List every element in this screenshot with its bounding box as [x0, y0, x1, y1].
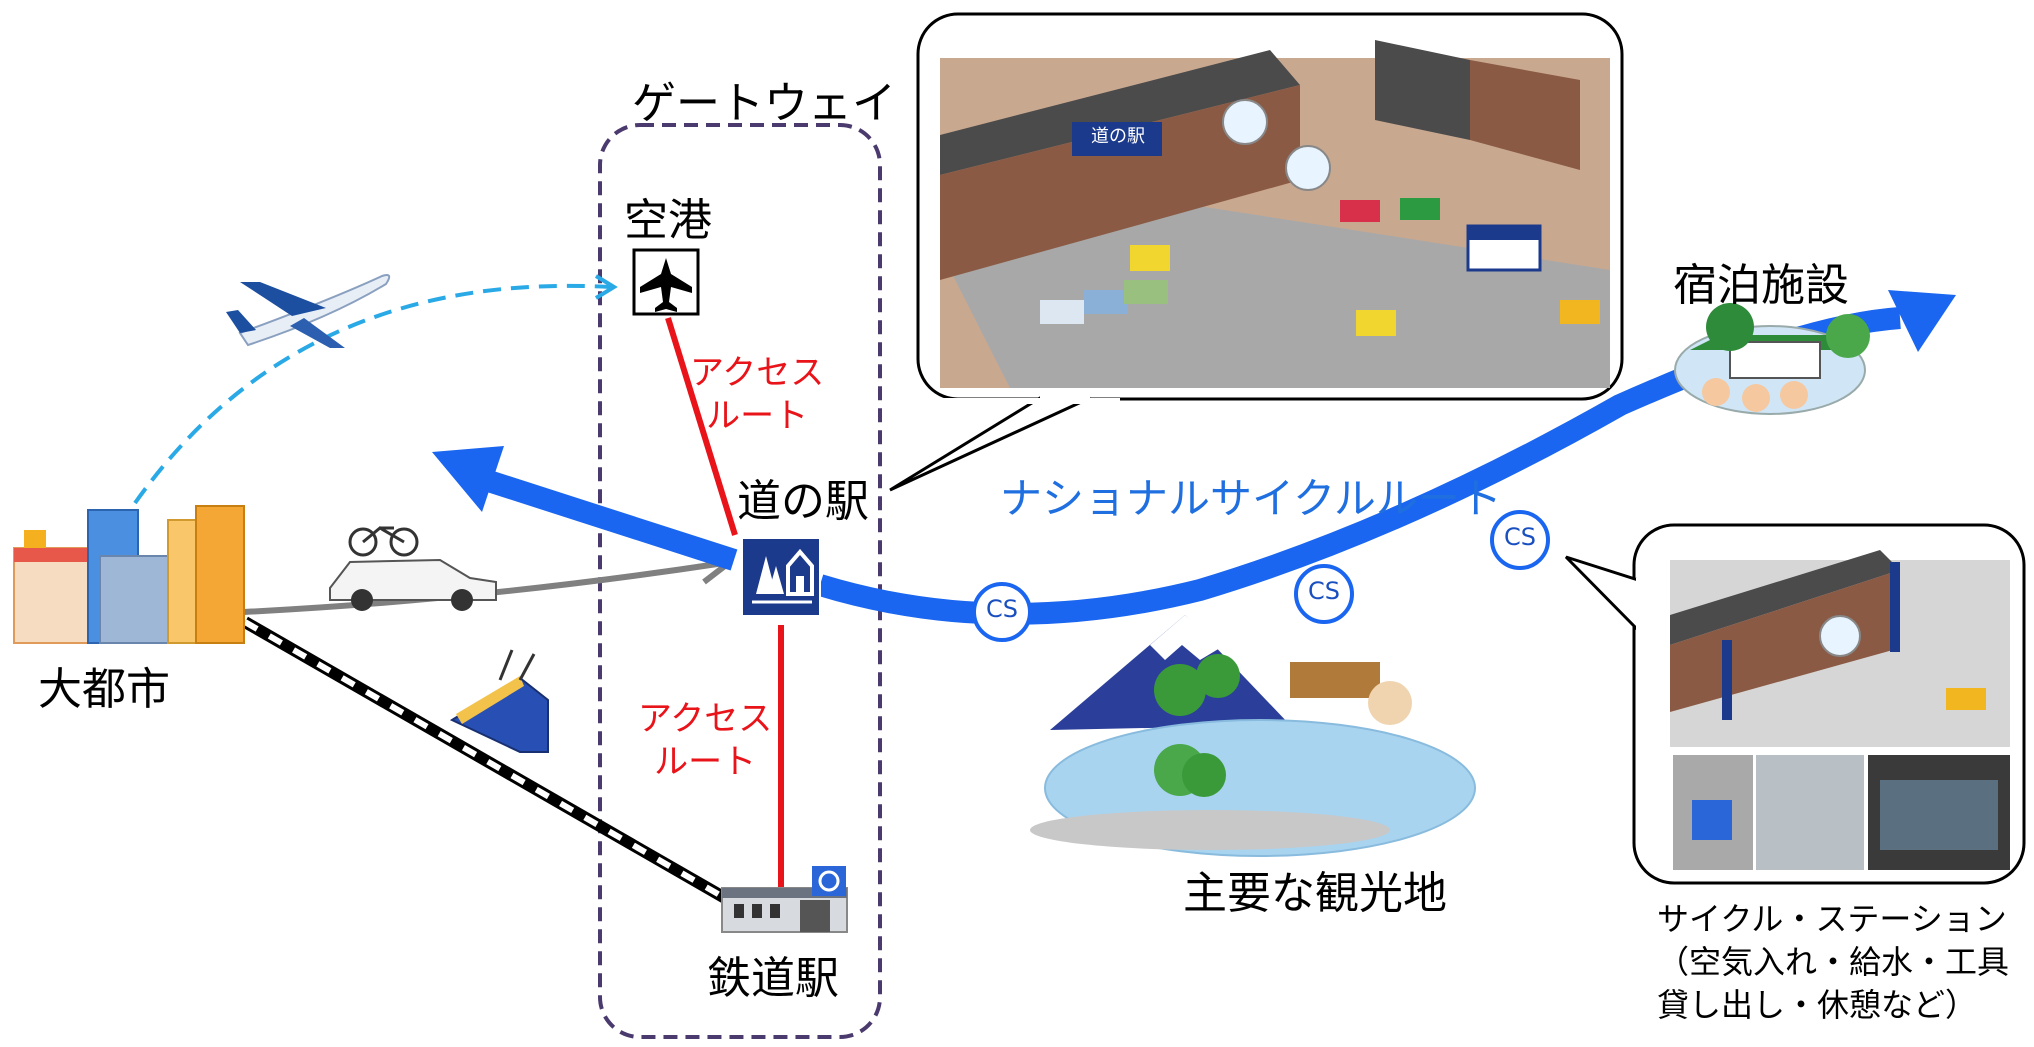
cs-label-2: CS [1308, 577, 1340, 605]
city-buildings-illustration [13, 505, 245, 644]
access-route-upper-line1: アクセス [690, 353, 825, 393]
cs-label-1: CS [986, 595, 1018, 623]
tourist-spot-illustration [1030, 615, 1476, 857]
access-route-lower-label: アクセス ルート [638, 698, 772, 783]
cycle-station-caption: サイクル・ステーション （空気入れ・給水・工具 貸し出し・休憩など） [1657, 898, 2009, 1028]
lodging-illustration [1674, 303, 1870, 415]
airport-label: 空港 [624, 195, 712, 246]
cycle-station-marker-2 [1294, 564, 1354, 624]
cycle-route-west [466, 464, 738, 571]
cycle-route-east-arrowhead [1888, 290, 1956, 352]
michinoeki-label: 道の駅 [737, 476, 869, 527]
train-illustration [449, 649, 549, 753]
cs-label-3: CS [1504, 523, 1536, 551]
cycle-station-title: サイクル・ステーション [1657, 900, 2007, 938]
car-with-bike-illustration [329, 526, 497, 611]
cycle-station-marker-1 [972, 582, 1032, 642]
airport-icon [632, 248, 700, 316]
michinoeki-callout [889, 12, 1624, 492]
cycle-station-marker-3 [1490, 510, 1550, 570]
callout-station-sign: 道の駅 [1091, 126, 1145, 147]
national-cycle-route-label: ナショナルサイクルルート [1000, 474, 1502, 523]
lodging-label: 宿泊施設 [1673, 260, 1849, 311]
gateway-label: ゲートウェイ [632, 78, 896, 129]
access-route-lower-line1: アクセス [638, 699, 773, 739]
michinoeki-sign-icon [741, 537, 821, 617]
access-route-upper-label: アクセス ルート [690, 352, 824, 437]
flight-path [133, 283, 611, 505]
railway-station-illustration [721, 866, 848, 933]
cycle-route-west-arrowhead [432, 446, 504, 512]
airplane-illustration [226, 274, 391, 348]
flight-arrowhead [594, 274, 618, 300]
cycle-station-callout [1564, 523, 2026, 885]
railway-track [242, 616, 728, 904]
access-route-upper-line2: ルート [706, 395, 809, 436]
tourist-spot-label: 主要な観光地 [1183, 868, 1447, 919]
access-route-upper-line [665, 317, 738, 536]
cycle-station-desc-1: （空気入れ・給水・工具 [1657, 943, 2010, 982]
cycle-station-desc-2: 貸し出し・休憩など） [1657, 986, 1978, 1025]
access-route-lower-line2: ルート [654, 741, 757, 782]
big-city-label: 大都市 [38, 664, 170, 715]
railway-station-label: 鉄道駅 [707, 953, 839, 1004]
